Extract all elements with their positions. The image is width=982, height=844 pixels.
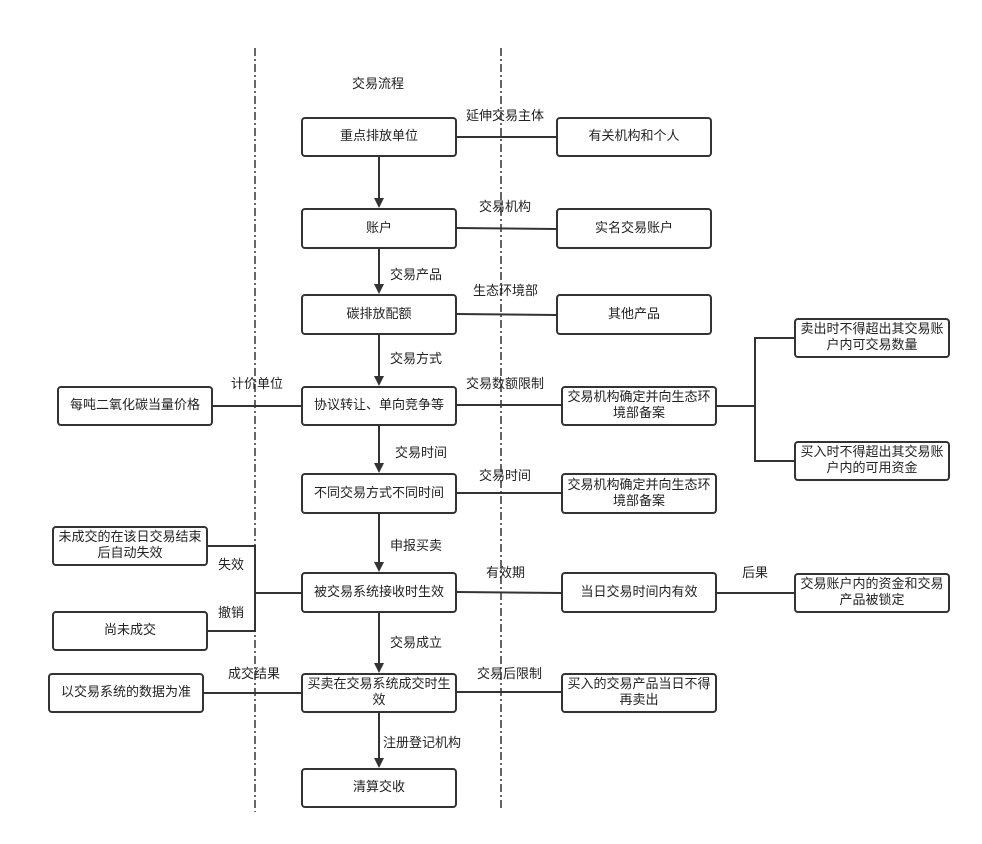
right-box-2: 实名交易账户 bbox=[556, 208, 712, 249]
arrow-label-3: 交易时间 bbox=[395, 446, 448, 461]
main-box-5: 不同交易方式不同时间 bbox=[301, 473, 457, 514]
right-box-3: 其他产品 bbox=[556, 294, 712, 335]
main-box-4: 协议转让、单向竞争等 bbox=[301, 386, 457, 426]
far-right-box-1: 卖出时不得超出其交易账户内可交易数量 bbox=[794, 318, 950, 358]
left-link-label-2: 失效 bbox=[218, 558, 245, 573]
right-box-1: 有关机构和个人 bbox=[556, 117, 712, 157]
far-right-box-2: 买入时不得超出其交易账户内的可用资金 bbox=[794, 441, 950, 481]
arrow-label-6: 注册登记机构 bbox=[383, 736, 462, 751]
left-box-4: 以交易系统的数据为准 bbox=[48, 673, 204, 713]
main-box-3: 碳排放配额 bbox=[301, 294, 457, 335]
right-link-label-2: 交易机构 bbox=[479, 200, 532, 215]
right-box-5: 交易机构确定并向生态环境部备案 bbox=[561, 473, 717, 514]
left-box-3: 尚未成交 bbox=[52, 611, 208, 651]
arrow-label-5: 交易成立 bbox=[390, 636, 443, 651]
arrow-label-1: 交易产品 bbox=[390, 268, 443, 283]
right-box-4: 交易机构确定并向生态环境部备案 bbox=[561, 386, 717, 426]
link-r2 bbox=[456, 227, 557, 230]
link-r6 bbox=[456, 591, 562, 594]
main-box-8: 清算交收 bbox=[301, 768, 457, 808]
main-box-7: 买卖在交易系统成交时生效 bbox=[301, 673, 457, 713]
left-box-1: 每吨二氧化碳当量价格 bbox=[57, 386, 213, 426]
right-link-label-5: 交易时间 bbox=[479, 469, 532, 484]
right-box-6: 当日交易时间内有效 bbox=[561, 572, 717, 613]
diagram-title: 交易流程 bbox=[352, 77, 405, 92]
far-link-label: 后果 bbox=[742, 566, 769, 581]
main-box-2: 账户 bbox=[301, 208, 457, 249]
right-link-label-3: 生态环境部 bbox=[473, 284, 539, 299]
right-link-label-7: 交易后限制 bbox=[477, 667, 543, 682]
left-link-label-3: 撤销 bbox=[218, 606, 245, 621]
right-link-label-4: 交易数额限制 bbox=[466, 377, 545, 392]
right-link-label-6: 有效期 bbox=[486, 566, 526, 581]
left-link-label-1: 计价单位 bbox=[231, 377, 284, 392]
far-right-box-3: 交易账户内的资金和交易产品被锁定 bbox=[794, 573, 950, 613]
main-box-6: 被交易系统接收时生效 bbox=[301, 572, 457, 613]
left-box-2: 未成交的在该日交易结束后自动失效 bbox=[52, 526, 208, 566]
branch-far-up bbox=[754, 337, 794, 406]
main-box-1: 重点排放单位 bbox=[301, 117, 457, 157]
branch-far-down bbox=[754, 406, 794, 462]
right-link-label-1: 延伸交易主体 bbox=[466, 109, 545, 124]
left-link-label-4: 成交结果 bbox=[228, 667, 281, 682]
right-box-7: 买入的交易产品当日不得再卖出 bbox=[561, 673, 717, 713]
arrow-label-4: 申报买卖 bbox=[390, 539, 443, 554]
link-r3 bbox=[456, 313, 557, 316]
arrow-label-2: 交易方式 bbox=[390, 352, 443, 367]
bracket-left bbox=[208, 545, 256, 632]
